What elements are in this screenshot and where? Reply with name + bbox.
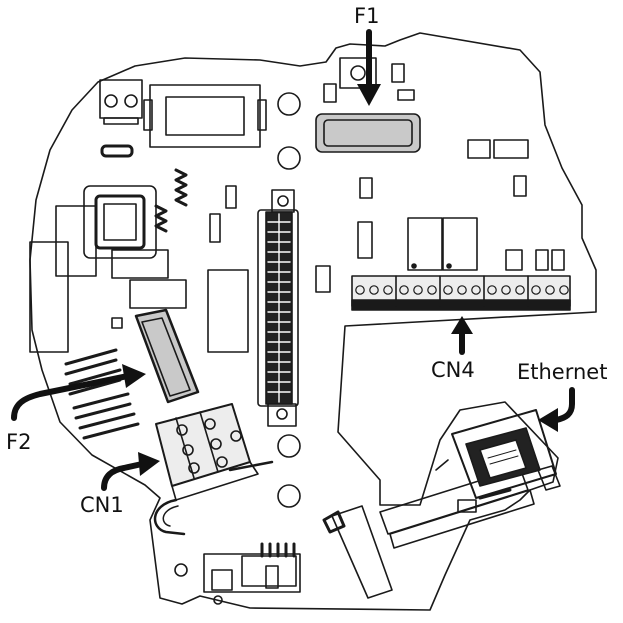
cable [162,505,179,527]
component [467,139,491,159]
component [129,279,187,309]
component [513,175,527,197]
component [100,144,134,158]
component [505,249,523,271]
arrow-f2 [11,364,146,421]
label-ethernet: Ethernet [517,360,608,384]
mount-hole [174,563,188,577]
label-cn4: CN4 [431,358,475,382]
top-relay [143,84,267,148]
label-f1: F1 [354,4,380,28]
relay [442,217,478,271]
coil [174,168,188,207]
cable [153,498,186,536]
component [315,265,331,293]
relay [407,217,443,271]
component [323,83,337,103]
connector-cn4 [351,275,571,311]
transformer [83,185,157,259]
bottom-header [203,542,301,593]
component [339,57,377,89]
top-left-terminal [99,79,143,125]
component [55,205,97,277]
connector-cn1 [155,403,274,501]
component [111,249,169,279]
board-outline [29,32,597,611]
component [111,317,123,329]
component [209,213,221,243]
component [225,185,237,209]
component [350,65,366,81]
arrow-cn4 [451,316,473,355]
mount-hole [277,434,301,458]
fuse-f1 [315,113,421,153]
capacitor-box [207,269,249,353]
component [357,221,373,259]
component [397,89,415,101]
label-f2: F2 [6,430,32,454]
arrow-f1 [357,29,381,106]
mount-hole [277,484,301,508]
mount-hole [277,146,301,170]
pin-header [257,189,299,427]
arrow-cn1 [101,452,160,491]
component [29,241,69,353]
resistor-array [64,348,140,440]
fuse-f2 [134,308,200,404]
component [551,249,565,271]
component [493,139,529,159]
mount-hole [277,92,301,116]
component [359,177,373,199]
mount-hole [213,595,223,605]
coil [154,204,168,233]
arrow-ethernet [538,387,575,432]
label-cn1: CN1 [80,493,124,517]
component [391,63,405,83]
ethernet-board [322,409,561,599]
component [535,249,549,271]
